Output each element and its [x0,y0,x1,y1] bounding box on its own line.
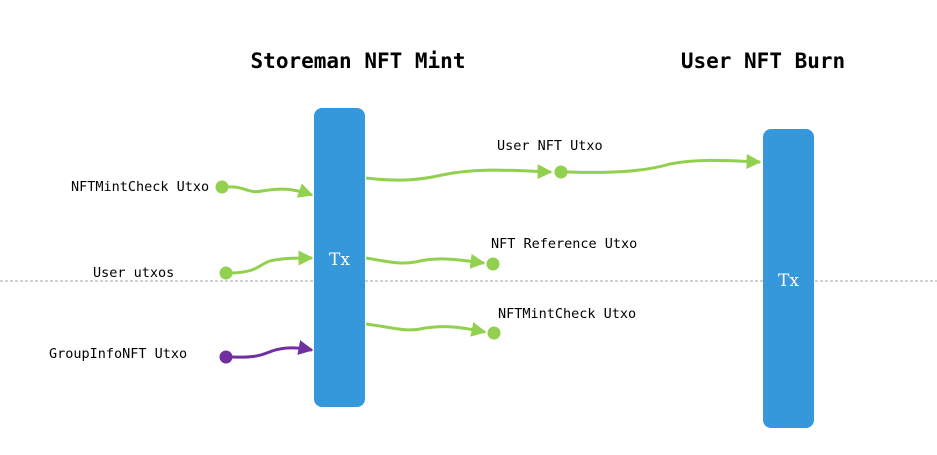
output-dot-nft-reference [486,257,500,271]
title-user-nft-burn: User NFT Burn [681,49,845,73]
mint-tx-label: Tx [329,250,350,270]
output-label-nftmintcheck: NFTMintCheck Utxo [498,306,636,322]
output-arrow-user-nft-a [365,164,553,182]
input-label-groupinfo: GroupInfoNFT Utxo [49,346,187,362]
input-dot-user-utxos [219,266,233,280]
output-arrow-nft-reference [365,253,486,269]
output-label-nft-reference: NFT Reference Utxo [491,236,637,252]
input-label-user-utxos: User utxos [93,265,174,281]
input-dot-groupinfo [219,350,233,364]
input-dot-nftmintcheck [215,180,229,194]
mint-tx-box [314,108,365,407]
input-label-nftmintcheck: NFTMintCheck Utxo [71,179,209,195]
input-arrow-nftmintcheck [227,183,314,198]
output-arrow-nftmintcheck [365,321,487,337]
output-dot-nftmintcheck [487,326,501,340]
burn-tx-box [763,129,814,428]
input-arrow-user-utxos [231,250,314,275]
output-dot-user-nft [554,165,568,179]
output-arrow-user-nft-b [566,153,762,174]
burn-tx-label: Tx [778,271,799,291]
input-arrow-groupinfo [231,340,314,359]
title-storeman-nft-mint: Storeman NFT Mint [251,49,466,73]
output-label-user-nft: User NFT Utxo [497,138,603,154]
